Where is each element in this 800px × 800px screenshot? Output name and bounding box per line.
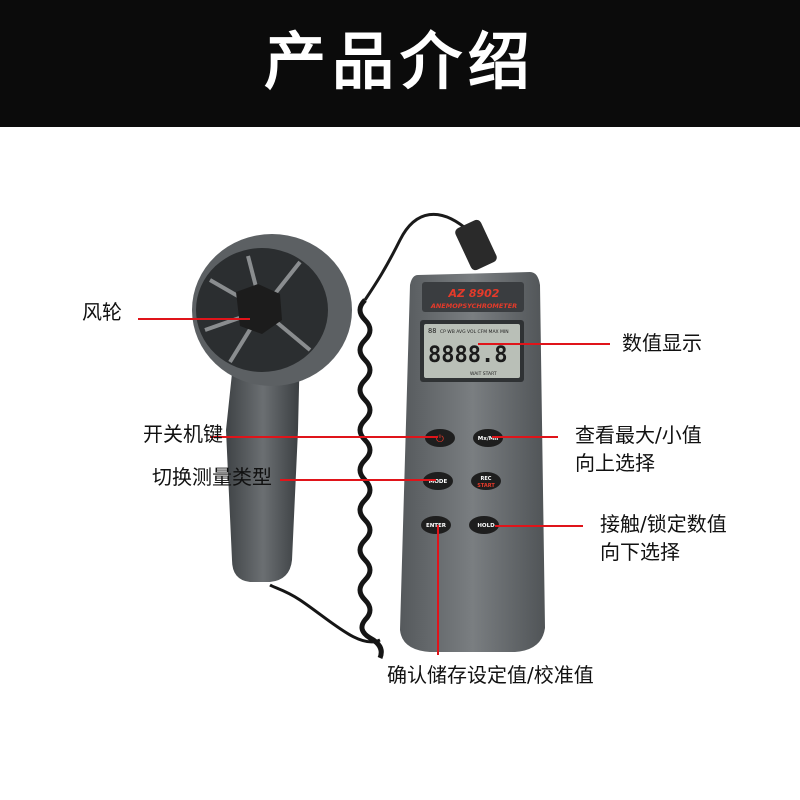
enter-button[interactable]: ENTER	[421, 516, 451, 534]
svg-text:REC: REC	[481, 476, 492, 482]
hold-button[interactable]: HOLD	[469, 516, 499, 534]
lcd-mode-labels: CP WB AVG VOL CFM MAX MIN	[440, 329, 509, 335]
impeller-callout-line	[138, 318, 250, 320]
power-callout-line	[210, 436, 438, 438]
display-callout-line	[478, 343, 610, 345]
svg-text:MODE: MODE	[429, 479, 448, 485]
display-label: 数值显示	[622, 331, 702, 355]
model-label: AZ 8902	[448, 287, 500, 300]
svg-text:Mx/Mn: Mx/Mn	[478, 436, 499, 442]
maxmin-label-line2: 向上选择	[575, 451, 655, 475]
power-key-label: 开关机键	[143, 422, 223, 446]
enter-key-label: 确认储存设定值/校准值	[387, 663, 594, 687]
power-button[interactable]: ⏻	[425, 429, 455, 447]
impeller-label: 风轮	[82, 300, 122, 324]
mode-button[interactable]: MODE	[423, 472, 453, 490]
maxmin-callout-line	[492, 436, 558, 438]
mode-key-label: 切换测量类型	[152, 465, 272, 489]
page-title: 产品介绍	[263, 25, 536, 98]
maxmin-label-line1: 查看最大/小值	[575, 423, 702, 447]
enter-callout-line	[437, 525, 439, 655]
hold-label-line1: 接触/锁定数值	[600, 512, 727, 536]
maxmin-key-label: 查看最大/小值 向上选择	[575, 421, 702, 477]
lcd-small-readout: 88	[428, 327, 436, 335]
anemometer-image: AZ 8902 ANEMOPSYCHROMETER 88 CP WB AVG V…	[192, 213, 545, 659]
rec-start-button[interactable]: REC START	[471, 472, 501, 490]
svg-text:HOLD: HOLD	[477, 523, 495, 529]
hold-callout-line	[495, 525, 583, 527]
hold-label-line2: 向下选择	[600, 540, 680, 564]
model-subtitle: ANEMOPSYCHROMETER	[430, 302, 517, 310]
mode-callout-line	[280, 479, 436, 481]
svg-text:⏻: ⏻	[436, 434, 444, 445]
max-min-button[interactable]: Mx/Mn	[473, 429, 503, 447]
hold-key-label: 接触/锁定数值 向下选择	[600, 510, 727, 566]
header-bar: 产品介绍	[0, 0, 800, 127]
svg-text:START: START	[477, 483, 495, 489]
svg-text:ENTER: ENTER	[426, 523, 447, 529]
lcd-main-readout: 8888.8	[428, 343, 507, 368]
lcd-status-labels: WAIT START	[470, 371, 497, 377]
